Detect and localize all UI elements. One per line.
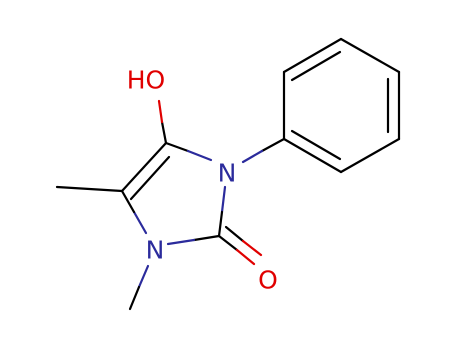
bond-c5-oh-o [157,99,164,124]
atom-label-hydroxyl: HO [127,66,165,95]
bond-n1-c2-c [217,210,224,238]
bond-c2-o-o1 [235,248,256,266]
bond-c2-o-c1 [217,234,239,252]
bond-c2-o-c2 [224,225,245,243]
atom-label-n3: N [146,236,165,265]
bond-c2-n3-c [192,234,221,242]
bond-c5-oh-c [160,120,168,145]
atom-label-n1: N [218,159,237,188]
bond-ph-c1-c2-inner [290,50,342,82]
bond-c2-n3-n [166,238,196,246]
bond-n3-c4-c [120,189,136,214]
bond-ph-c2-c3 [339,37,401,74]
bond-c4-methyl [55,185,124,193]
bond-phenyl-n1-n [241,149,264,164]
bond-c5-n1-c [164,141,190,153]
bond-ph-c4-c5 [339,137,401,174]
bond-n3-methyl-c [128,285,141,311]
phenyl-ring [282,37,401,174]
atom-label-carbonyl-o: O [258,266,278,295]
imidazolone-ring [120,141,227,246]
bond-c4-c5-inner [129,155,171,201]
bond-ph-c5-c6-inner [290,129,342,161]
bond-n3-c4-n [132,210,148,235]
bond-c5-n1-n [186,149,213,162]
bond-ph-c5-c6 [282,137,343,174]
bond-n3-methyl-n [137,264,150,289]
bond-ph-c1-c2 [282,37,343,74]
bond-phenyl-n1-c [260,137,286,153]
bond-c2-o-o2 [241,239,263,257]
bond-n1-c2-n [220,185,227,214]
bond-c4-c5 [120,141,168,193]
